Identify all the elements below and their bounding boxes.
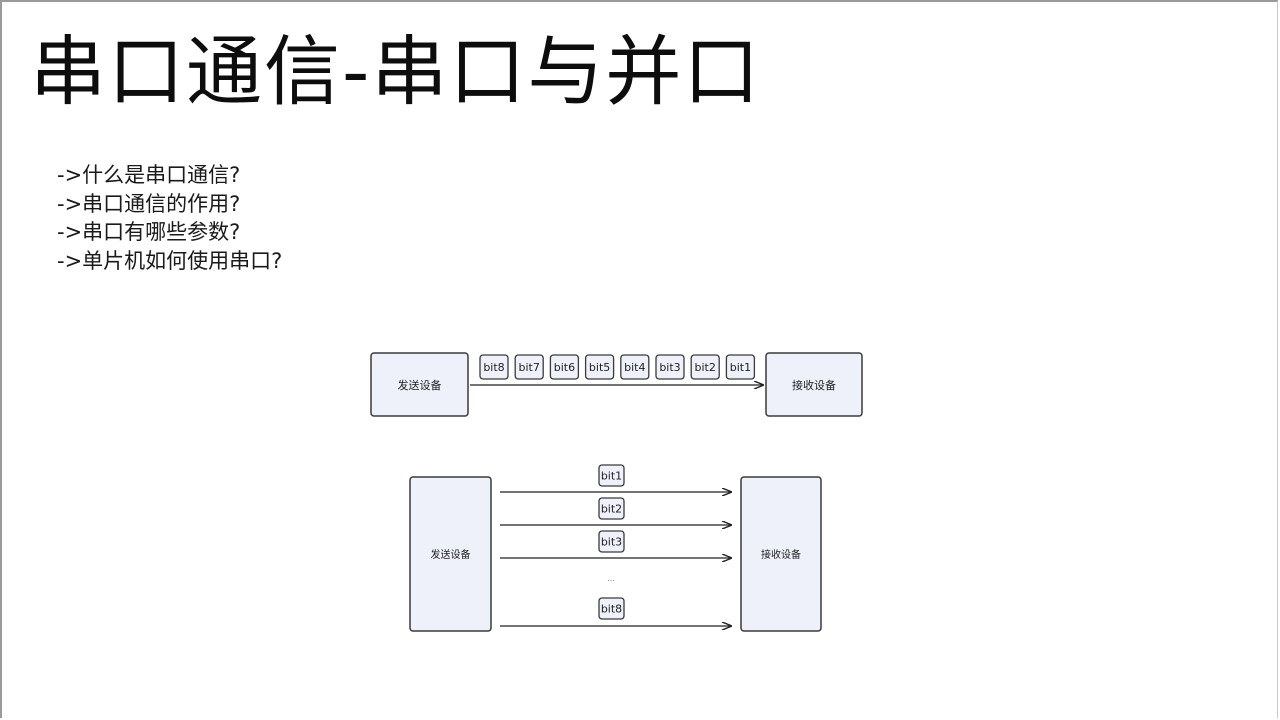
- serial-sender-box: [370, 352, 469, 417]
- parallel-bit-bit8-box: [598, 597, 625, 620]
- serial-bit-bit5-box: [584, 354, 615, 380]
- serial-bit-bit6: bit6: [549, 354, 580, 380]
- serial-bit-bit1-box: [725, 354, 756, 380]
- serial-bit-bit5: bit5: [584, 354, 615, 380]
- parallel-receiver-label: 接收设备: [761, 548, 801, 561]
- bullet-item-2: ->串口通信的作用?: [57, 191, 241, 216]
- parallel-line-group: bit1 bit2 bit3 bit8: [500, 464, 731, 626]
- serial-receiver-box: [765, 352, 863, 417]
- serial-bit-bit5-label: bit5: [589, 361, 610, 374]
- bullet-item-1: ->什么是串口通信?: [57, 163, 241, 187]
- serial-bit-bit4: bit4: [620, 354, 650, 380]
- serial-sender-label: 发送设备: [398, 378, 442, 392]
- serial-bit-bit7: bit7: [514, 354, 544, 380]
- serial-bit-bit7-label: bit7: [519, 361, 540, 374]
- bullet-list: ->什么是串口通信? ->串口通信的作用? ->串口有哪些参数? ->单片机如何…: [57, 161, 282, 275]
- serial-bit-bit7-box: [514, 354, 544, 380]
- bullet-item-3: ->串口有哪些参数?: [57, 220, 241, 244]
- serial-bit-bit8-box: [479, 354, 509, 380]
- serial-bit-bit3-label: bit3: [659, 361, 680, 374]
- parallel-bit-bit8: bit8: [598, 597, 625, 620]
- serial-bit-bit8-label: bit8: [483, 361, 504, 374]
- serial-bit-bit8: bit8: [479, 354, 509, 380]
- serial-bit-bit3: bit3: [655, 354, 685, 380]
- parallel-bit-bit3-label: bit3: [601, 536, 622, 549]
- serial-bit-bit1-label: bit1: [730, 361, 751, 374]
- parallel-receiver-box: [740, 476, 822, 632]
- serial-bit-bit3-box: [655, 354, 685, 380]
- parallel-bit-bit1-box: [598, 464, 625, 487]
- slide-title: 串口通信-串口与并口: [30, 27, 762, 116]
- serial-bit-bit2-box: [690, 354, 720, 380]
- parallel-bit-bit2-label: bit2: [601, 503, 622, 516]
- serial-bit-bit6-box: [549, 354, 580, 380]
- parallel-sender-box: [409, 476, 492, 632]
- parallel-diagram: 发送设备 接收设备 bit1 bit2 bit3 bit8 ...: [409, 464, 822, 632]
- serial-bit-bit4-label: bit4: [624, 361, 645, 374]
- parallel-sender-label: 发送设备: [431, 548, 471, 561]
- serial-bit-bit6-label: bit6: [554, 361, 575, 374]
- parallel-bit-bit1: bit1: [598, 464, 625, 487]
- bullet-item-4: ->单片机如何使用串口?: [57, 248, 283, 273]
- serial-bit-bit1: bit1: [725, 354, 756, 380]
- serial-bit-group: bit8 bit7 bit6 bit5 bit4 bit3 bit2 bit1: [479, 354, 756, 380]
- parallel-bit-bit2: bit2: [598, 497, 625, 520]
- parallel-bit-bit1-label: bit1: [601, 470, 622, 483]
- parallel-bit-bit3-box: [598, 530, 625, 553]
- parallel-ellipsis: ...: [607, 574, 615, 583]
- serial-bit-bit4-box: [620, 354, 650, 380]
- parallel-bit-bit2-box: [598, 497, 625, 520]
- serial-receiver-label: 接收设备: [792, 378, 836, 392]
- serial-bit-bit2-label: bit2: [695, 361, 716, 374]
- serial-bit-bit2: bit2: [690, 354, 720, 380]
- parallel-bit-bit3: bit3: [598, 530, 625, 553]
- parallel-bit-bit8-label: bit8: [601, 603, 622, 616]
